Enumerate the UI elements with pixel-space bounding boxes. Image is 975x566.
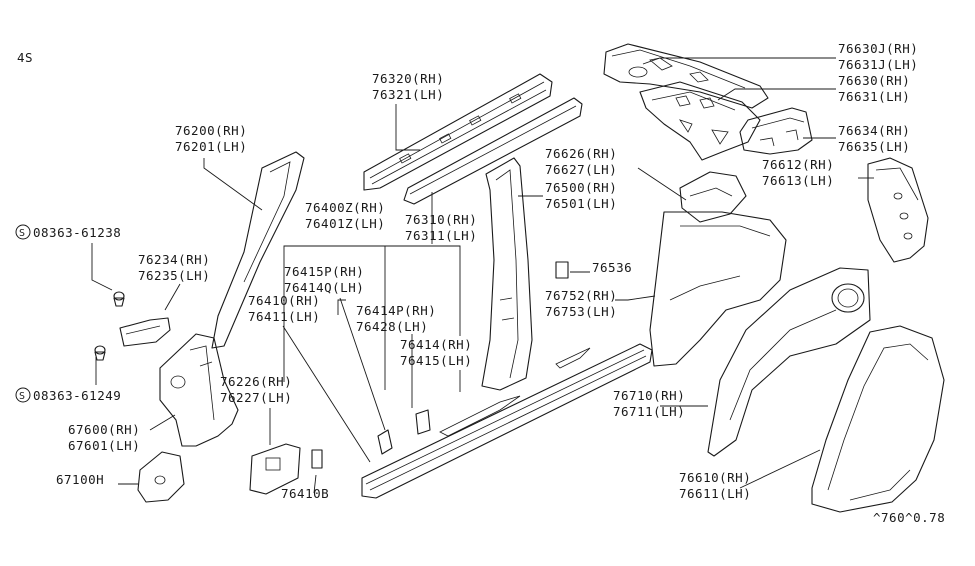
label-76501[interactable]: 76501(LH) — [545, 196, 617, 211]
label-76500[interactable]: 76500(RH) — [545, 180, 617, 195]
label-76415[interactable]: 76415(LH) — [400, 353, 472, 368]
part-67600-hinge-pillar — [159, 333, 239, 447]
label-76410B[interactable]: 76410B — [281, 486, 329, 501]
part-76200-front-pillar — [211, 151, 305, 349]
corner-code: 4S — [17, 50, 33, 65]
part-76410B-clip — [311, 449, 323, 469]
label-76610[interactable]: 76610(RH) — [679, 470, 751, 485]
part-76752-wheelhouse-upper — [649, 211, 787, 367]
label-76235[interactable]: 76235(LH) — [138, 268, 210, 283]
part-76234-bracket — [119, 317, 171, 347]
part-76500-center-pillar — [481, 157, 533, 391]
part-76320-roof-rail — [363, 73, 553, 191]
screw-lower-icon — [94, 345, 106, 361]
part-76612-panel — [867, 157, 929, 263]
label-76428[interactable]: 76428(LH) — [356, 319, 428, 334]
label-76226[interactable]: 76226(RH) — [220, 374, 292, 389]
part-76414P-clip — [415, 409, 431, 435]
part-76536-clip — [555, 261, 569, 279]
label-76634[interactable]: 76634(RH) — [838, 123, 910, 138]
label-76613[interactable]: 76613(LH) — [762, 173, 834, 188]
label-76627[interactable]: 76627(LH) — [545, 162, 617, 177]
label-76631[interactable]: 76631(LH) — [838, 89, 910, 104]
label-76200[interactable]: 76200(RH) — [175, 123, 247, 138]
label-67600[interactable]: 67600(RH) — [68, 422, 140, 437]
label-76415P[interactable]: 76415P(RH) — [284, 264, 364, 279]
label-76611[interactable]: 76611(LH) — [679, 486, 751, 501]
part-76626-bracket — [679, 171, 747, 223]
label-67100H[interactable]: 67100H — [56, 472, 104, 487]
part-76226-panel — [249, 443, 301, 495]
part-76410-sill — [361, 343, 653, 499]
label-76630[interactable]: 76630(RH) — [838, 73, 910, 88]
label-76310[interactable]: 76310(RH) — [405, 212, 477, 227]
screw-symbol-icon: S — [19, 228, 26, 239]
label-76201[interactable]: 76201(LH) — [175, 139, 247, 154]
screw-callout-08363-61238[interactable]: S 08363-61238 — [15, 224, 121, 240]
label-76612[interactable]: 76612(RH) — [762, 157, 834, 172]
label-67601[interactable]: 67601(LH) — [68, 438, 140, 453]
label-76752[interactable]: 76752(RH) — [545, 288, 617, 303]
label-76401Z[interactable]: 76401Z(LH) — [305, 216, 385, 231]
part-76630J-inner-rail — [603, 43, 769, 109]
label-76414P[interactable]: 76414P(RH) — [356, 303, 436, 318]
part-76310-rail — [403, 97, 583, 205]
part-76710-wheelhouse-outer — [707, 267, 871, 457]
label-76414Q[interactable]: 76414Q(LH) — [284, 280, 364, 295]
label-76710[interactable]: 76710(RH) — [613, 388, 685, 403]
screw-callout-08363-61249[interactable]: S 08363-61249 — [15, 387, 121, 403]
part-76610-quarter-inner — [811, 325, 945, 513]
label-76311[interactable]: 76311(LH) — [405, 228, 477, 243]
label-08363-61238: 08363-61238 — [33, 225, 121, 240]
label-76400Z[interactable]: 76400Z(RH) — [305, 200, 385, 215]
leader-lines — [91, 57, 874, 494]
footer-code: ^760^0.78 — [873, 510, 945, 525]
label-76635[interactable]: 76635(LH) — [838, 139, 910, 154]
label-76536[interactable]: 76536 — [592, 260, 632, 275]
label-76711[interactable]: 76711(LH) — [613, 404, 685, 419]
label-76227[interactable]: 76227(LH) — [220, 390, 292, 405]
part-67100H-bracket — [137, 451, 185, 503]
part-76634-bracket — [739, 107, 813, 155]
screw-symbol-icon: S — [19, 391, 26, 402]
label-76321[interactable]: 76321(LH) — [372, 87, 444, 102]
label-76630J[interactable]: 76630J(RH) — [838, 41, 918, 56]
label-76414[interactable]: 76414(RH) — [400, 337, 472, 352]
label-76234[interactable]: 76234(RH) — [138, 252, 210, 267]
part-76630-pillar — [639, 81, 761, 161]
label-08363-61249: 08363-61249 — [33, 388, 121, 403]
part-76415P-clip — [377, 429, 393, 455]
label-76626[interactable]: 76626(RH) — [545, 146, 617, 161]
label-76631J[interactable]: 76631J(LH) — [838, 57, 918, 72]
screw-upper-icon — [113, 291, 125, 307]
label-76320[interactable]: 76320(RH) — [372, 71, 444, 86]
label-76753[interactable]: 76753(LH) — [545, 304, 617, 319]
